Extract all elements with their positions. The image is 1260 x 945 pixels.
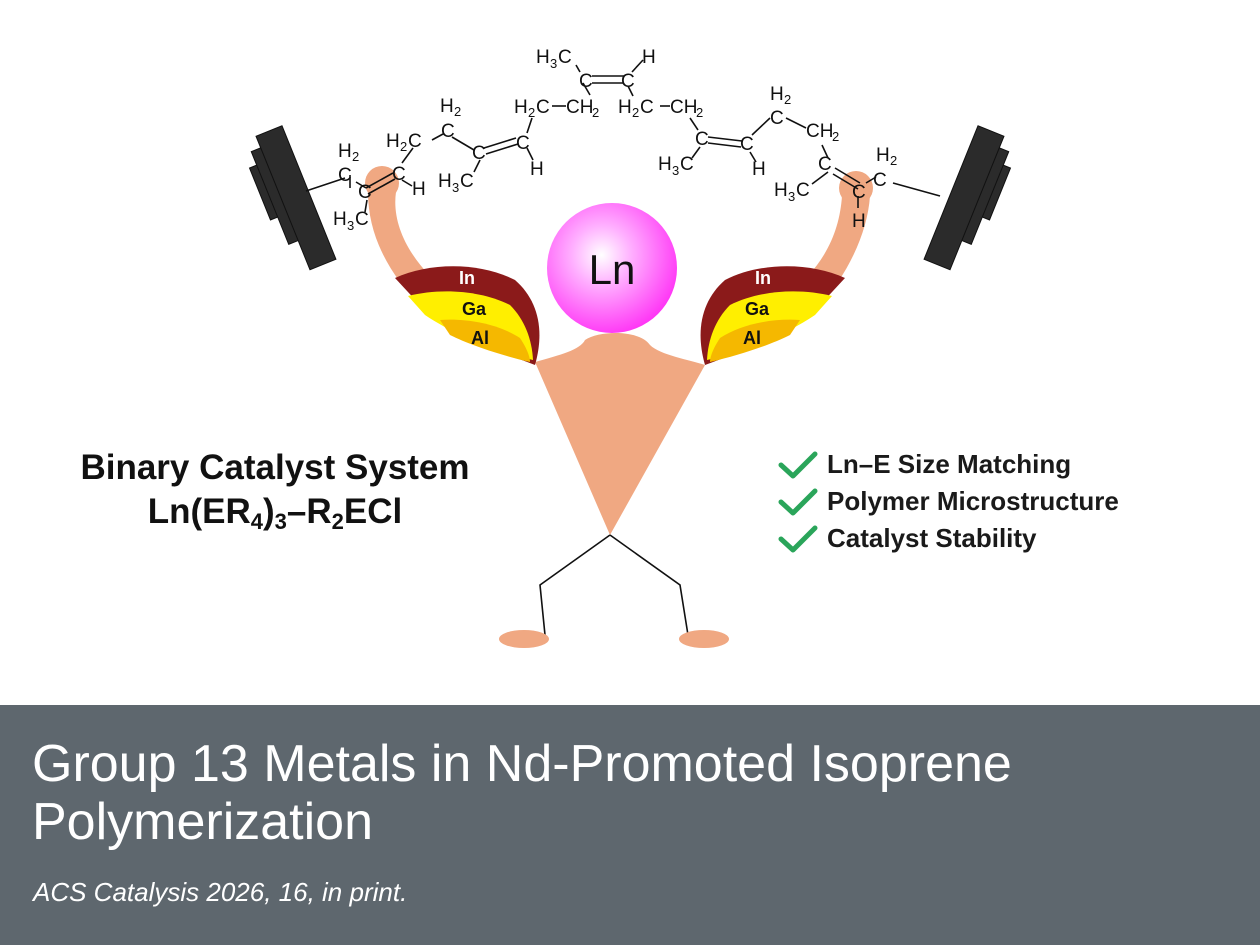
atom-h: H (412, 179, 426, 200)
catalyst-formula: Ln(ER4)3–R2ECl (147, 492, 403, 534)
svg-text:2: 2 (784, 92, 791, 107)
svg-text:3: 3 (347, 218, 354, 233)
svg-text:C: C (408, 131, 422, 152)
right-ga-label: Ga (745, 299, 770, 319)
left-al-label: Al (471, 328, 489, 348)
atom-c: C (472, 143, 486, 164)
atom-h: H (530, 159, 544, 180)
svg-text:2: 2 (592, 105, 599, 120)
svg-text:C: C (355, 209, 369, 230)
svg-text:3: 3 (452, 180, 459, 195)
svg-text:2: 2 (528, 105, 535, 120)
atom-c: C (358, 182, 372, 203)
atom-h: H (752, 159, 766, 180)
benefit-item: Catalyst Stability (778, 520, 1119, 557)
ln-sphere (547, 203, 677, 333)
atom-h: H (338, 141, 352, 162)
check-icon (778, 488, 818, 515)
atom-h: H (770, 84, 784, 105)
svg-text:C: C (536, 97, 550, 118)
atom-c: C (441, 121, 455, 142)
svg-text:2: 2 (832, 129, 839, 144)
atom-c: C (338, 165, 352, 186)
right-bar-line (892, 182, 941, 197)
atom-c: C (579, 71, 593, 92)
atom-h: H (514, 97, 528, 118)
left-bicep (395, 266, 540, 365)
svg-text:2: 2 (352, 149, 359, 164)
benefit-item: Ln–E Size Matching (778, 446, 1119, 483)
atom-c: C (516, 133, 530, 154)
check-icon (778, 525, 818, 552)
svg-text:2: 2 (890, 153, 897, 168)
atom-c: CH (670, 97, 697, 118)
catalyst-title: Binary Catalyst System (80, 448, 470, 487)
banner-title: Group 13 Metals in Nd-Promoted Isoprene … (32, 735, 1012, 851)
atom-c: C (873, 170, 887, 191)
benefit-label: Ln–E Size Matching (827, 449, 1072, 479)
svg-text:2: 2 (400, 139, 407, 154)
atom-c: C (695, 129, 709, 150)
atom-c: C (621, 71, 635, 92)
right-in-label: In (755, 268, 771, 288)
svg-text:C: C (640, 97, 654, 118)
atom-c: CH (566, 97, 593, 118)
atom-h: H (852, 211, 866, 232)
weightlifter-diagram: In Ga Al In Ga Al Ln (248, 47, 1012, 648)
atom-h: H (386, 131, 400, 152)
atom-c: C (770, 108, 784, 129)
atom-h: H (876, 145, 890, 166)
left-bar-line (305, 177, 346, 192)
svg-text:2: 2 (632, 105, 639, 120)
benefits-list: Ln–E Size Matching Polymer Microstructur… (778, 446, 1119, 557)
right-foot (679, 630, 729, 648)
benefit-label: Polymer Microstructure (827, 486, 1119, 516)
atom-c: C (392, 164, 406, 185)
atom-c: C (818, 154, 832, 175)
title-banner: Group 13 Metals in Nd-Promoted Isoprene … (0, 705, 1260, 945)
benefit-item: Polymer Microstructure (778, 483, 1119, 520)
left-in-label: In (459, 268, 475, 288)
left-ga-label: Ga (462, 299, 487, 319)
left-foot (499, 630, 549, 648)
polyisoprene-bonds (349, 59, 877, 213)
atom-h: H (333, 209, 347, 230)
svg-text:3: 3 (550, 56, 557, 71)
atom-h: H (642, 47, 656, 68)
atom-h: H (438, 171, 452, 192)
left-weight-plates (248, 125, 337, 271)
svg-text:2: 2 (696, 105, 703, 120)
stick-legs (539, 534, 689, 636)
svg-text:C: C (796, 180, 810, 201)
atom-c: C (740, 134, 754, 155)
atom-h: H (658, 154, 672, 175)
right-al-label: Al (743, 328, 761, 348)
atom-h: H (536, 47, 550, 68)
svg-text:2: 2 (454, 104, 461, 119)
check-icon (778, 451, 818, 478)
body-torso (535, 333, 705, 535)
atom-c: CH (806, 121, 833, 142)
atom-c: C (852, 182, 866, 203)
atom-h: H (774, 180, 788, 201)
svg-text:3: 3 (788, 189, 795, 204)
catalyst-system-label: Binary Catalyst System Ln(ER4)3–R2ECl (30, 446, 520, 534)
atom-h: H (618, 97, 632, 118)
svg-text:C: C (558, 47, 572, 68)
banner-citation: ACS Catalysis 2026, 16, in print. (33, 877, 408, 907)
svg-text:3: 3 (672, 163, 679, 178)
benefit-label: Catalyst Stability (827, 523, 1037, 553)
svg-text:C: C (680, 154, 694, 175)
svg-text:C: C (460, 171, 474, 192)
ln-label: Ln (589, 246, 636, 293)
right-bicep (700, 266, 845, 365)
right-weight-plates (923, 125, 1012, 271)
atom-h: H (440, 96, 454, 117)
